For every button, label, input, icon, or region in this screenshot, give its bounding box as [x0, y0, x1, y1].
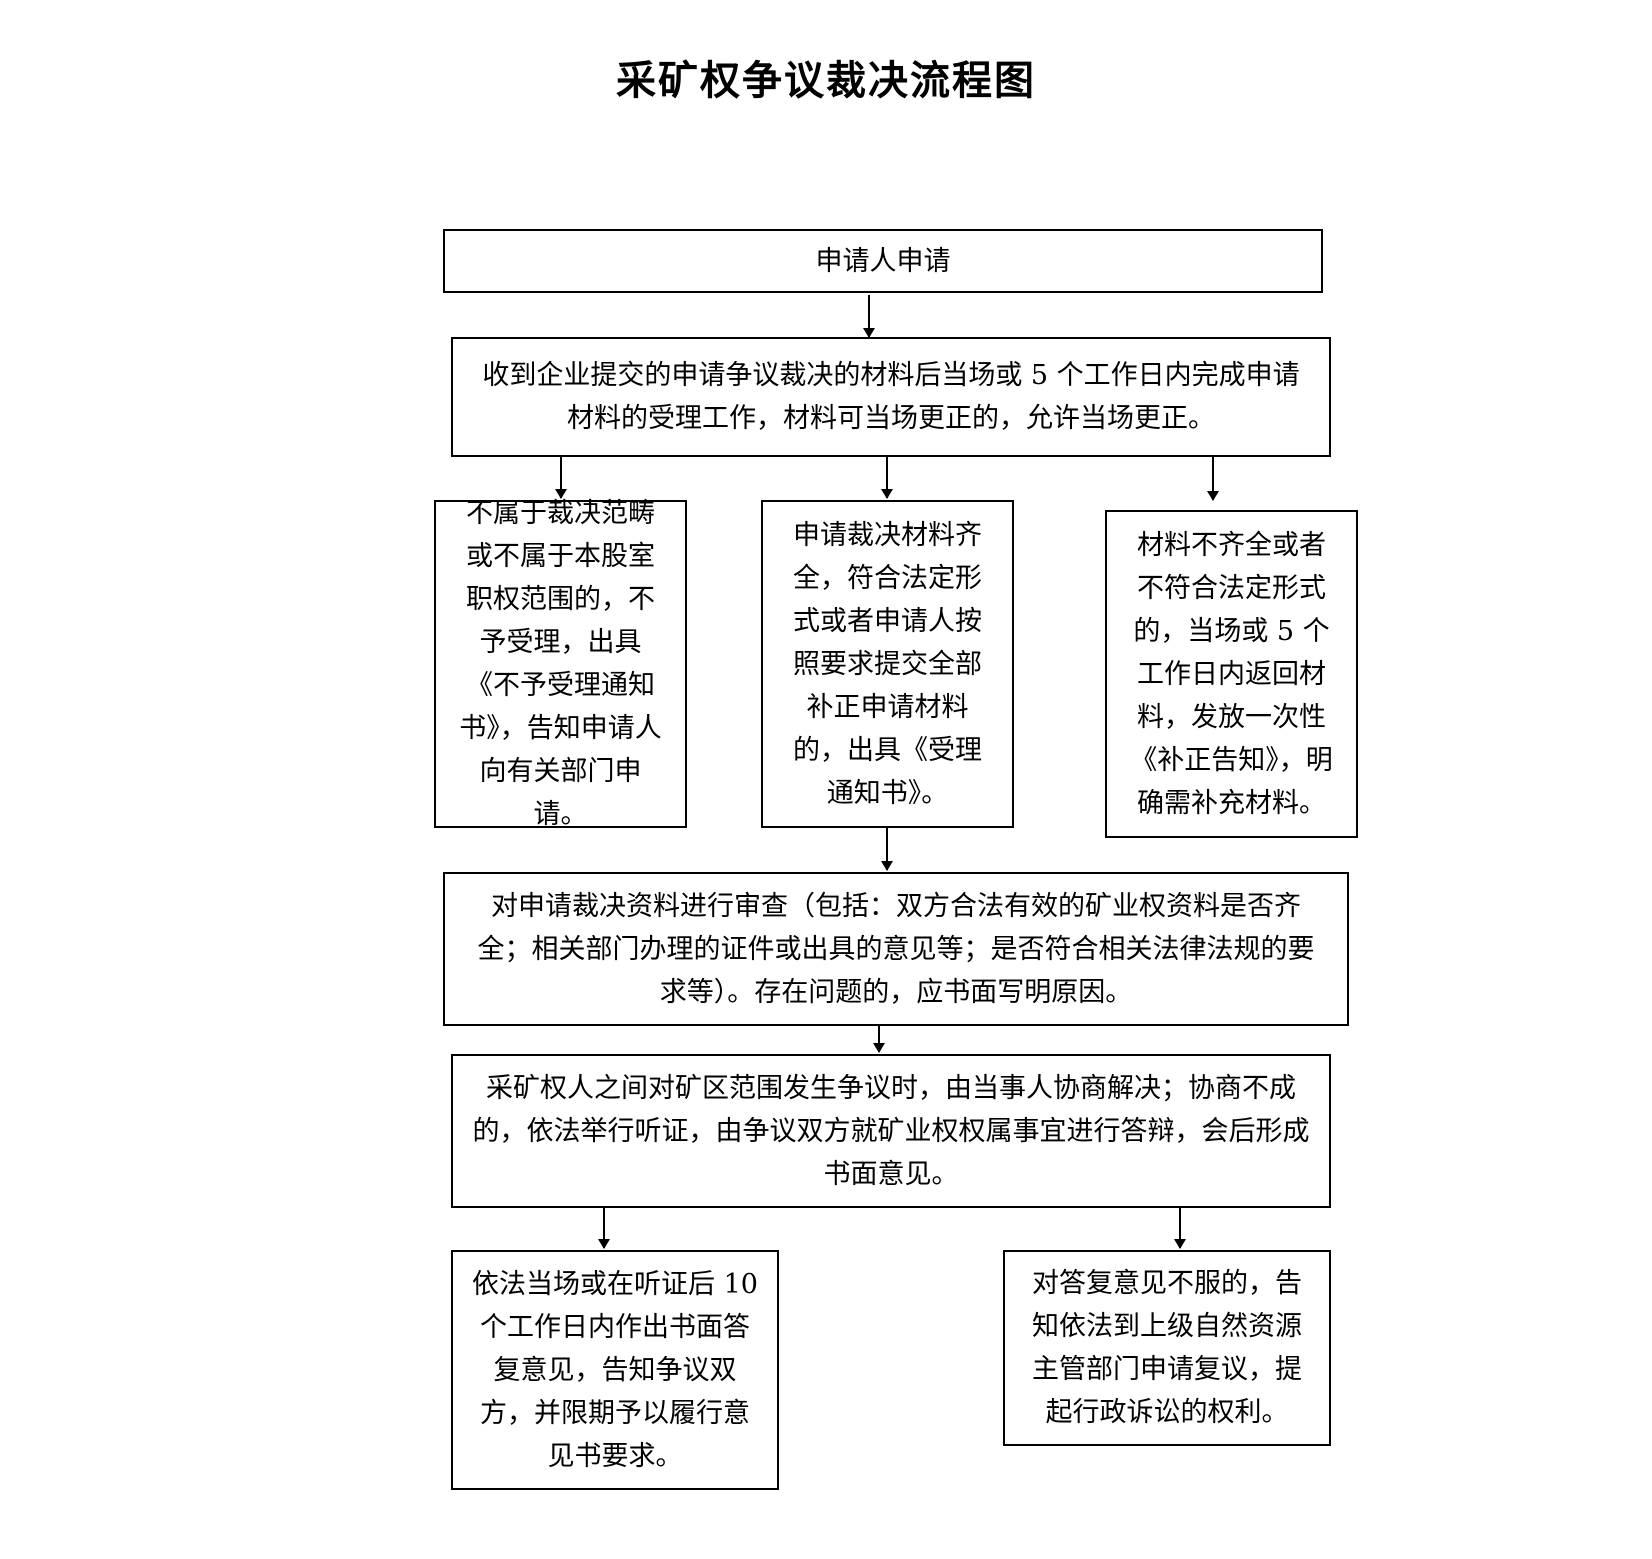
incomplete-text: 材料不齐全或者不符合法定形式的，当场或 5 个工作日内返回材料，发放一次性《补正… — [1130, 529, 1333, 819]
complete-box: 申请裁决材料齐全，符合法定形式或者申请人按照要求提交全部补正申请材料的，出具《受… — [761, 500, 1014, 828]
negotiate-box: 采矿权人之间对矿区范围发生争议时，由当事人协商解决；协商不成的，依法举行听证，由… — [451, 1054, 1331, 1208]
review-box: 对申请裁决资料进行审查（包括：双方合法有效的矿业权资料是否齐全；相关部门办理的证… — [443, 872, 1349, 1026]
apply-text: 申请人申请 — [815, 245, 951, 277]
accept-text: 收到企业提交的申请争议裁决的材料后当场或 5 个工作日内完成申请材料的受理工作，… — [482, 360, 1300, 434]
apply-box: 申请人申请 — [443, 229, 1323, 293]
reject-text: 不属于裁决范畴或不属于本股室职权范围的，不予受理，出具《不予受理通知书》，告知申… — [459, 498, 662, 830]
decision-text: 依法当场或在听证后 10 个工作日内作出书面答复意见，告知争议双方，并限期予以履… — [472, 1268, 758, 1472]
accept-box: 收到企业提交的申请争议裁决的材料后当场或 5 个工作日内完成申请材料的受理工作，… — [451, 337, 1331, 457]
negotiate-text: 采矿权人之间对矿区范围发生争议时，由当事人协商解决；协商不成的，依法举行听证，由… — [472, 1072, 1310, 1190]
reject-box: 不属于裁决范畴或不属于本股室职权范围的，不予受理，出具《不予受理通知书》，告知申… — [434, 498, 687, 830]
review-text: 对申请裁决资料进行审查（包括：双方合法有效的矿业权资料是否齐全；相关部门办理的证… — [477, 890, 1315, 1008]
appeal-text: 对答复意见不服的，告知依法到上级自然资源主管部门申请复议，提起行政诉讼的权利。 — [1032, 1268, 1302, 1428]
decision-box: 依法当场或在听证后 10 个工作日内作出书面答复意见，告知争议双方，并限期予以履… — [451, 1250, 779, 1490]
incomplete-box: 材料不齐全或者不符合法定形式的，当场或 5 个工作日内返回材料，发放一次性《补正… — [1105, 510, 1358, 838]
complete-text: 申请裁决材料齐全，符合法定形式或者申请人按照要求提交全部补正申请材料的，出具《受… — [793, 519, 982, 809]
appeal-box: 对答复意见不服的，告知依法到上级自然资源主管部门申请复议，提起行政诉讼的权利。 — [1003, 1250, 1331, 1446]
page-title: 采矿权争议裁决流程图 — [616, 58, 1036, 104]
